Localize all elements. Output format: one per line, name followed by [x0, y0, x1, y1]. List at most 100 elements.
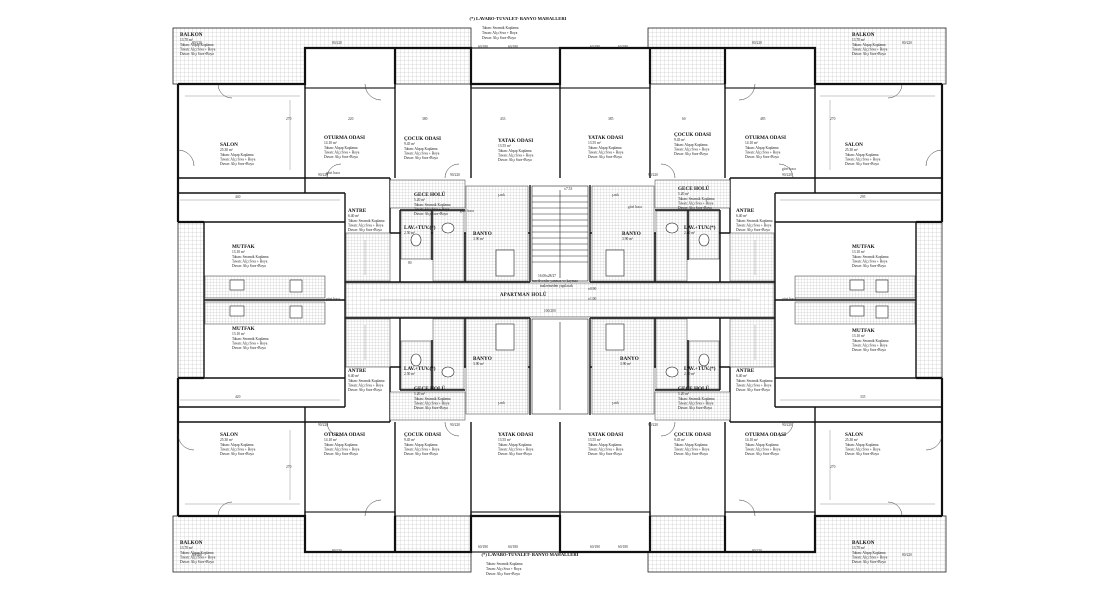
room-finish-line: Tavan: Alçı Sıva + Boya [220, 448, 256, 452]
room-name: YATAK ODASI [498, 432, 533, 438]
room-area: 25.30 m² [845, 438, 858, 442]
room-area: 3.90 m² [620, 362, 631, 366]
door-or-note-label: 80/220 [332, 549, 342, 553]
room-finish-line: Taban: Ahşap Kaplama [674, 443, 708, 447]
legend-line-3-bottom: Duvar: Alçı Sıva+Boya [486, 572, 520, 576]
room-finish-line: Taban: Ahşap Kaplama [220, 443, 254, 447]
room-finish-line: Taban: Ahşap Kaplama [180, 43, 214, 47]
door-or-note-label: güvi baca [628, 205, 642, 209]
room-name: OTURMA ODASI [324, 432, 365, 438]
dimension-value: 60 [682, 117, 686, 121]
dimension-value: 433 [500, 117, 506, 121]
room-finish-line: Taban: Seramik Kaplama [232, 255, 269, 259]
door-or-note-label: 90/220 [318, 173, 328, 177]
room-finish-line: Taban: Ahşap Kaplama [404, 443, 438, 447]
room-finish-line: Taban: Seramik Kaplama [348, 379, 385, 383]
room-finish-line: Tavan: Alçı Sıva + Boya [852, 344, 888, 348]
room-finish-line: Duvar: Alçı Sıva+Boya [852, 348, 886, 352]
room-finish-line: Tavan: Alçı Sıva + Boya [588, 151, 624, 155]
room-name: ANTRE [736, 208, 755, 214]
room-label-lavtuv: LAV.+TUV.(*)2.50 m² [684, 224, 716, 235]
room-finish-line: Duvar: Alçı Sıva+Boya [588, 155, 622, 159]
room-name: LAV.+TUV.(*) [684, 365, 716, 372]
room-finish-line: Tavan: Alçı Sıva + Boya [745, 448, 781, 452]
dimension-value: 380 [422, 117, 428, 121]
legend-line-1-bottom: Taban: Seramik Kaplama [486, 562, 523, 566]
door-or-note-label: 90/220 [450, 423, 460, 427]
door-or-note-label: 90/220 [648, 173, 658, 177]
room-name: SALON [220, 142, 238, 148]
dimension-value: 420 [235, 395, 241, 399]
room-finish-line: Taban: Seramik Kaplama [414, 203, 451, 207]
stair-note-1: merdivenler yanmaz ve kaymaz [532, 279, 578, 283]
dimension-value: 270 [286, 465, 292, 469]
door-or-note-label: güvi baca [326, 297, 340, 301]
room-name: BALKON [852, 540, 875, 546]
room-name: ANTRE [736, 368, 755, 374]
legend-line-2-top: Tavan: Alçı Sıva + Boya [482, 31, 518, 35]
room-name: BALKON [180, 540, 203, 546]
dimension-value: 295 [860, 195, 866, 199]
room-name: OTURMA ODASI [745, 135, 786, 141]
stair-note-2: malzemeden yapılacak [540, 284, 573, 288]
door-or-note-label: ş.mk [498, 401, 505, 405]
stair-dimension: 16.00x28/27 [538, 274, 556, 278]
door-or-note-label: 90/220 [318, 423, 328, 427]
room-area: 13.70 m² [180, 38, 193, 42]
door-or-note-label: 80/220 [902, 553, 912, 557]
room-area: 5.20 m² [414, 198, 425, 202]
door-or-note-label: 80/220 [332, 41, 342, 45]
room-name: OTURMA ODASI [324, 135, 365, 141]
room-name: BALKON [180, 32, 203, 38]
room-finish-line: Duvar: Alçı Sıva+Boya [404, 156, 438, 160]
door-or-note-label: 60/180 [590, 45, 600, 49]
room-finish-line: Duvar: Alçı Sıva+Boya [498, 158, 532, 162]
door-or-note-label: güvi baca [460, 209, 474, 213]
room-finish-line: Taban: Ahşap Kaplama [588, 146, 622, 150]
level-top: ±7.53 [564, 187, 572, 191]
room-area: 13.55 m² [588, 438, 601, 442]
room-area: 6.40 m² [348, 214, 359, 218]
room-area: 13.10 m² [852, 334, 865, 338]
room-name: SALON [220, 432, 238, 438]
dimension-value: 385 [608, 117, 614, 121]
room-finish-line: Duvar: Alçı Sıva+Boya [414, 212, 448, 216]
room-area: 5.20 m² [678, 192, 689, 196]
dimension-value: 485 [760, 117, 766, 121]
room-finish-line: Duvar: Alçı Sıva+Boya [852, 560, 886, 564]
dimension-lines [180, 95, 940, 505]
room-finish-line: Duvar: Alçı Sıva+Boya [220, 162, 254, 166]
outer-walls [176, 46, 944, 554]
room-area: 13.10 m² [232, 250, 245, 254]
dimension-value: 270 [830, 117, 836, 121]
room-area: 25.30 m² [220, 148, 233, 152]
door-or-note-label: güvi baca [782, 167, 796, 171]
room-finish-line: Duvar: Alçı Sıva+Boya [674, 152, 708, 156]
room-finish-line: Taban: Ahşap Kaplama [845, 153, 879, 157]
room-area: 3.90 m² [473, 362, 484, 366]
room-finish-line: Taban: Ahşap Kaplama [180, 551, 214, 555]
door-or-note-label: 90/220 [782, 423, 792, 427]
room-finish-line: Tavan: Alçı Sıva + Boya [845, 158, 881, 162]
dimension-value: 440 [235, 195, 241, 199]
legend-title-bottom: (*) LAVABO-TUVALET- BANYO MAHALLERI [482, 552, 579, 557]
room-finish-line: Duvar: Alçı Sıva+Boya [852, 264, 886, 268]
room-name: GECE HOLÜ [678, 384, 710, 392]
room-finish-line: Tavan: Alçı Sıva + Boya [498, 448, 534, 452]
